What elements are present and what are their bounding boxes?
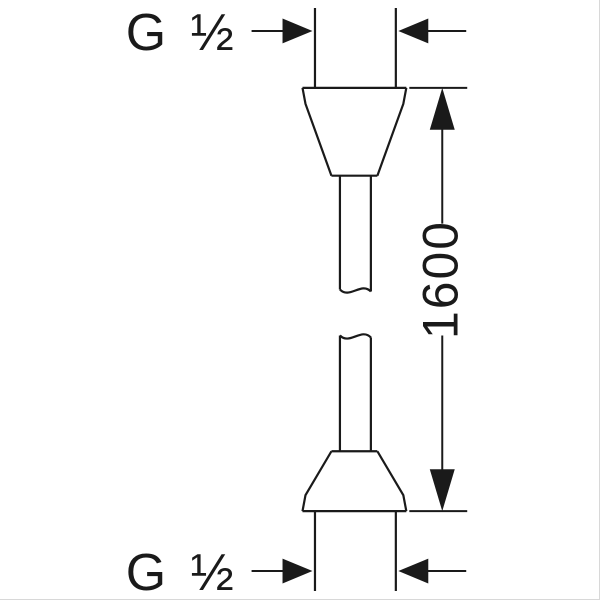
hose-lower-segment [338, 333, 372, 452]
top-connector-nut [301, 86, 408, 177]
bottom-nut-left-side [301, 450, 333, 512]
bottom-nut-right-side [376, 450, 408, 512]
length-dimension: 1600 [409, 86, 468, 513]
bottom-connector-nut [301, 450, 408, 513]
length-label: 1600 [412, 220, 468, 339]
dim-arrow-right-icon [282, 18, 313, 44]
dim-arrow-left-icon [398, 558, 429, 584]
bottom-connection-label: G ½ [126, 544, 239, 599]
top-nut-left-side [301, 87, 333, 177]
top-thread [313, 7, 397, 88]
top-connection-label: G ½ [126, 4, 239, 62]
bottom-thread [313, 511, 397, 592]
hose-break-mark-upper [339, 287, 372, 294]
dim-arrow-left-icon [398, 18, 429, 44]
top-connection-dimension: G ½ [126, 4, 467, 62]
top-nut-right-side [376, 87, 408, 177]
dim-arrow-up-icon [429, 87, 455, 130]
hose-break-mark-lower [339, 333, 372, 340]
dim-arrow-down-icon [429, 469, 455, 512]
hose-upper-segment [338, 175, 372, 294]
bottom-connection-dimension: G ½ [126, 544, 467, 599]
dim-arrow-right-icon [282, 558, 313, 584]
